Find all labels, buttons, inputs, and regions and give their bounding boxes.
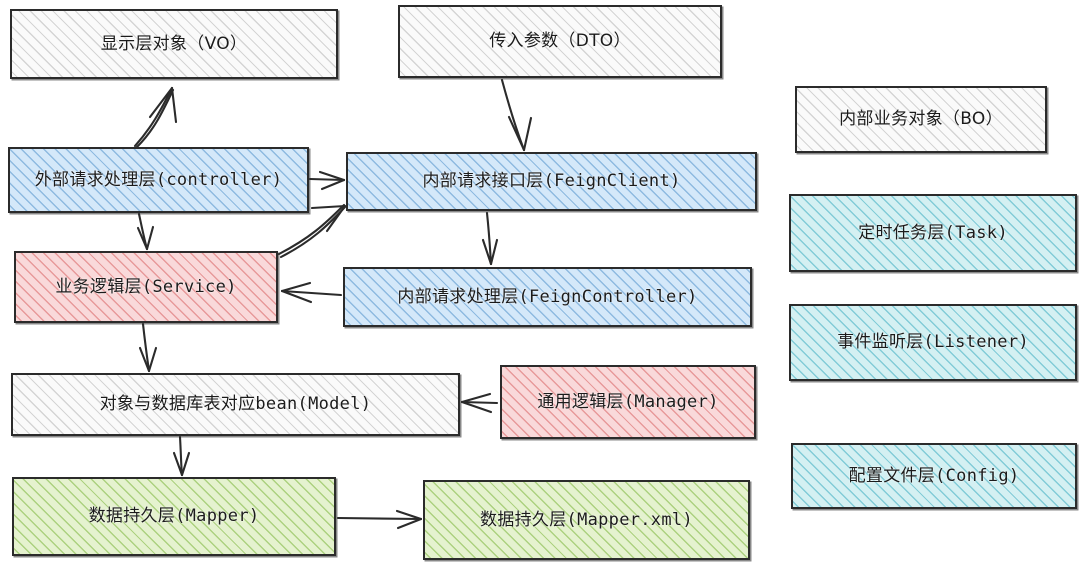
node-bo-label: 内部业务对象（BO）: [839, 109, 1003, 130]
node-config-label: 配置文件层(Config): [848, 465, 1020, 486]
node-listener[interactable]: 事件监听层(Listener): [789, 304, 1077, 381]
edge-mapper-to-mapperxml: [336, 509, 423, 530]
edge-model-to-mapper: [172, 435, 191, 477]
node-controller-label: 外部请求处理层(controller): [34, 169, 283, 190]
node-feigncontroller[interactable]: 内部请求处理层(FeignController): [343, 267, 752, 327]
edge-controller-to-vo: [133, 86, 178, 149]
node-model-label: 对象与数据库表对应bean(Model): [99, 394, 372, 415]
node-task-label: 定时任务层(Task): [858, 222, 1008, 243]
node-mapper-label: 数据持久层(Mapper): [88, 506, 260, 527]
node-feignclient[interactable]: 内部请求接口层(FeignClient): [346, 152, 757, 211]
node-dto[interactable]: 传入参数（DTO）: [398, 5, 722, 78]
node-vo[interactable]: 显示层对象（VO）: [10, 9, 338, 79]
node-vo-label: 显示层对象（VO）: [100, 33, 248, 54]
node-service[interactable]: 业务逻辑层(Service): [14, 251, 278, 323]
node-dto-label: 传入参数（DTO）: [489, 31, 631, 52]
edge-controller-to-service: [136, 212, 155, 251]
edge-feigncontroller-to-service: [280, 281, 343, 304]
node-bo[interactable]: 内部业务对象（BO）: [795, 86, 1047, 153]
node-service-label: 业务逻辑层(Service): [55, 276, 237, 297]
node-mapper[interactable]: 数据持久层(Mapper): [12, 477, 336, 556]
node-listener-label: 事件监听层(Listener): [837, 332, 1029, 353]
node-model[interactable]: 对象与数据库表对应bean(Model): [11, 373, 460, 436]
node-manager[interactable]: 通用逻辑层(Manager): [500, 365, 756, 439]
node-mapperxml-label: 数据持久层(Mapper.xml): [480, 509, 693, 530]
node-config[interactable]: 配置文件层(Config): [791, 443, 1077, 509]
edge-service-to-model: [138, 322, 158, 373]
edge-feignclient-to-feigncontroller: [481, 211, 499, 266]
node-manager-label: 通用逻辑层(Manager): [537, 391, 719, 412]
node-task[interactable]: 定时任务层(Task): [789, 194, 1077, 272]
node-feigncontroller-label: 内部请求处理层(FeignController): [397, 286, 698, 307]
node-mapperxml[interactable]: 数据持久层(Mapper.xml): [423, 480, 750, 560]
edge-controller-to-feignclient: [308, 170, 346, 191]
node-controller[interactable]: 外部请求处理层(controller): [8, 147, 309, 213]
node-feignclient-label: 内部请求接口层(FeignClient): [422, 171, 681, 192]
edge-dto-to-feignclient: [500, 78, 533, 152]
edge-manager-to-model: [460, 392, 499, 414]
